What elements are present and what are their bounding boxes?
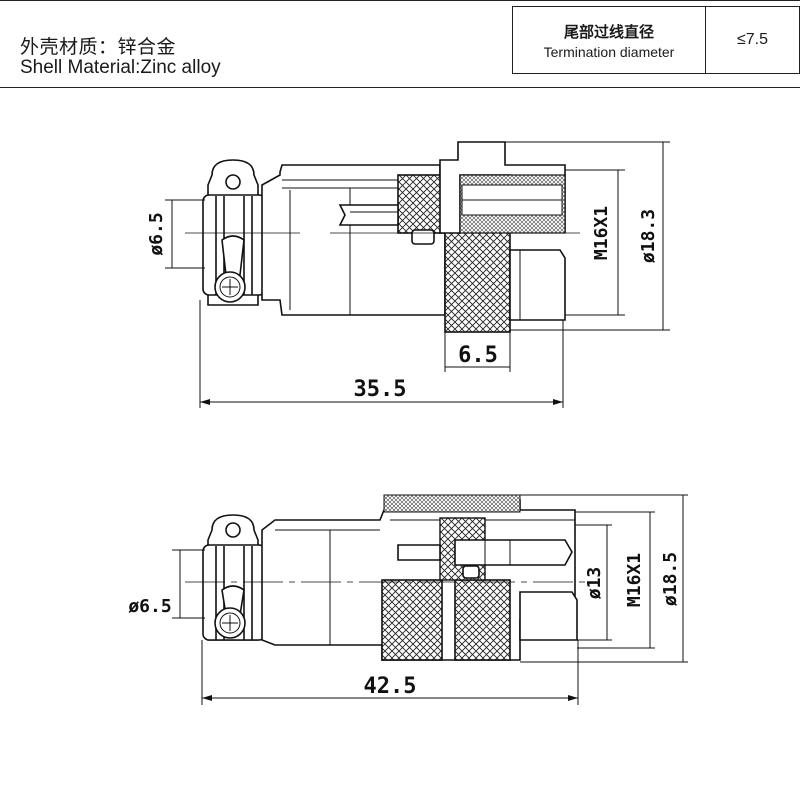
top-total-length-label: 35.5	[354, 377, 407, 402]
top-cable-dia-label: ø6.5	[146, 212, 167, 255]
bottom-total-length-label: 42.5	[364, 674, 417, 699]
bottom-top-knurl	[383, 494, 521, 513]
bottom-pin-rear	[397, 544, 441, 561]
bottom-pin-front	[454, 539, 573, 566]
bottom-screw-inner	[219, 612, 241, 634]
top-thread-label: M16X1	[591, 206, 612, 260]
bottom-clamp-hole	[225, 522, 241, 538]
termination-spec-value: ≤7.5	[736, 31, 769, 48]
bottom-nut-knurl-left	[381, 579, 443, 661]
top-nut-knurl	[444, 231, 511, 333]
bottom-nut-knurl-right	[454, 579, 511, 661]
bottom-inner-dia-label: ø13	[584, 567, 605, 600]
bottom-connector-view: ø6.5 42.5 ø13 M16X1 ø18.5	[128, 494, 688, 705]
top-connector-view: ø6.5 35.5 6.5 M16X1 ø18.3	[146, 141, 670, 408]
bottom-front-tip	[519, 591, 578, 641]
termination-label-cn: 尾部过线直径	[563, 22, 654, 41]
header-frame	[0, 0, 800, 88]
bottom-latch	[462, 565, 480, 579]
termination-label-en: Termination diameter	[543, 43, 675, 60]
top-outer-dia-label: ø18.3	[638, 209, 659, 263]
bottom-thread-label: M16X1	[624, 553, 645, 607]
bottom-outer-dia-label: ø18.5	[660, 552, 681, 606]
top-pin	[338, 204, 399, 226]
material-title-cn: 外壳材质：锌合金	[20, 36, 177, 58]
top-latch	[411, 229, 435, 245]
top-screw-inner	[219, 276, 241, 298]
top-nut-width-label: 6.5	[458, 343, 498, 368]
bottom-cable-dia-label: ø6.5	[128, 596, 171, 617]
termination-spec-label: 尾部过线直径 Termination diameter	[513, 7, 706, 73]
top-screw-slot	[221, 235, 245, 276]
top-clamp-hole	[225, 174, 241, 190]
top-front-tip	[509, 249, 566, 321]
material-title-en: Shell Material:Zinc alloy	[20, 57, 221, 78]
